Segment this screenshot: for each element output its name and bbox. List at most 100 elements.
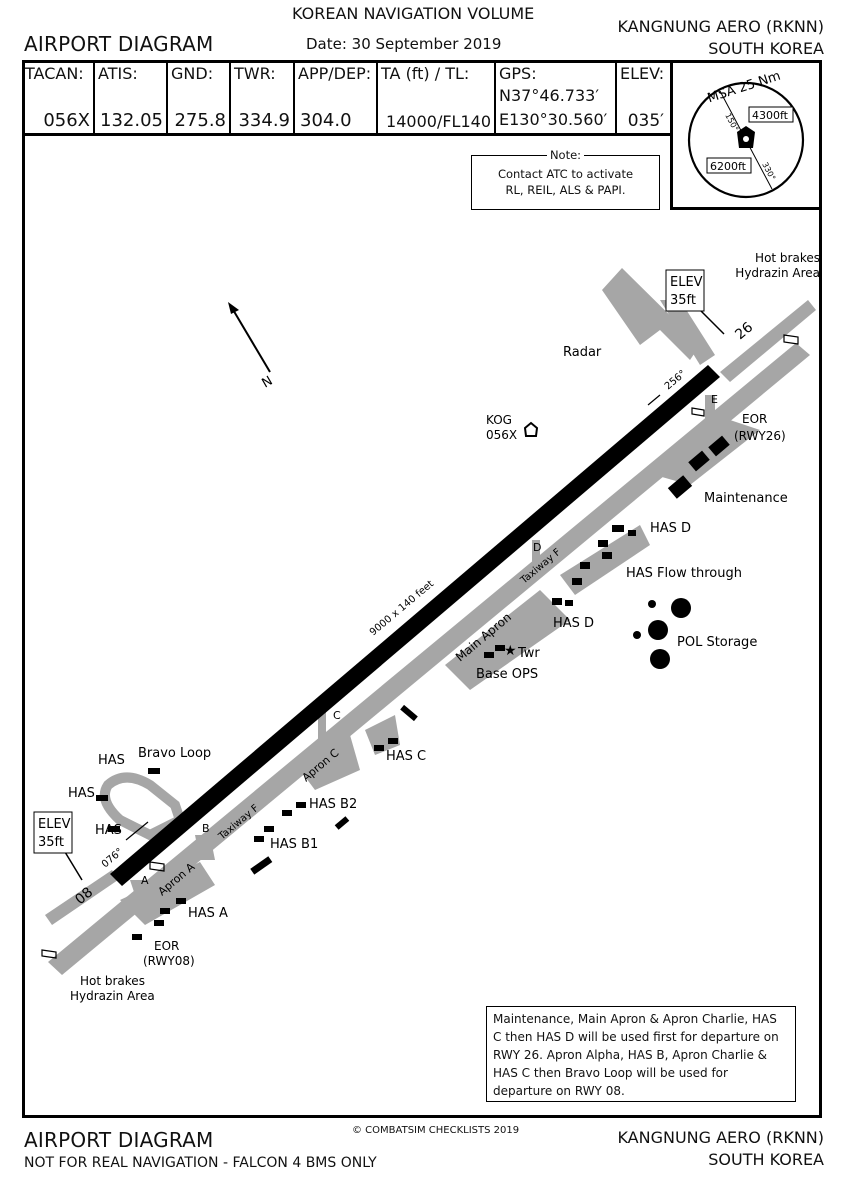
has-flow-label: HAS Flow through (626, 566, 742, 581)
has-d-label-2: HAS D (553, 616, 594, 631)
apron-a-area (120, 862, 215, 925)
taxiway-e-label: E (711, 393, 718, 406)
footer-title: AIRPORT DIAGRAM (24, 1128, 214, 1152)
hot-brakes-sw-2: Hydrazin Area (70, 989, 155, 1003)
app-cell: APP/DEP: 304.0 (295, 60, 378, 133)
tacan-label: TACAN: (25, 64, 84, 83)
elev-label: ELEV: (620, 64, 665, 83)
eor-26-runway: (RWY26) (734, 429, 786, 443)
gps-latitude: N37°46.733′ (499, 86, 599, 105)
windsock-icons (41, 334, 799, 959)
tacan-value: 056X (43, 110, 90, 131)
has-label-2: HAS (68, 786, 95, 801)
msa-box: MSA 25 Nm 4300ft 6200ft 150° 330° (670, 60, 822, 210)
diagram-frame (22, 60, 822, 1118)
tacan-cell: TACAN: 056X (22, 60, 95, 133)
has-b1-label: HAS B1 (270, 837, 318, 852)
chart-date: Date: 30 September 2019 (306, 35, 502, 53)
maintenance-apron (655, 420, 760, 485)
footer-disclaimer: NOT FOR REAL NAVIGATION - FALCON 4 BMS O… (24, 1155, 377, 1171)
ta-cell: TA (ft) / TL: 14000/FL140 (378, 60, 496, 133)
twr-cell: TWR: 334.9 (231, 60, 295, 133)
ne-runup (720, 300, 816, 382)
shelters (96, 435, 730, 940)
tower-star-icon: ★ (504, 643, 517, 659)
elev-ne-label: ELEV (670, 275, 703, 290)
runway-26-label: 26 (732, 319, 756, 343)
pol-tanks (633, 598, 691, 669)
elev-sw-label: ELEV (38, 817, 71, 832)
maintenance-label: Maintenance (704, 491, 788, 506)
tower-label: Twr (517, 646, 540, 661)
ta-value: 14000/FL140 (386, 112, 491, 131)
atis-label: ATIS: (98, 64, 138, 83)
page-title: AIRPORT DIAGRAM (24, 32, 214, 56)
twr-value: 334.9 (238, 110, 290, 131)
msa-diagram: MSA 25 Nm 4300ft 6200ft 150° 330° (687, 69, 805, 199)
atis-value: 132.05 (100, 110, 163, 131)
elev-ne-box (665, 269, 705, 312)
main-apron (445, 590, 570, 690)
elev-sw-value: 35ft (38, 835, 64, 850)
taxiway-b-label: B (202, 822, 210, 835)
eor-08-label: EOR (154, 939, 179, 953)
bravo-loop-label: Bravo Loop (138, 746, 211, 761)
connector-e (705, 395, 715, 420)
note-title: Note: (546, 148, 585, 162)
volume-title: KOREAN NAVIGATION VOLUME (292, 4, 535, 23)
north-arrow-icon (228, 302, 271, 373)
hdg-256-arrow-icon (647, 394, 661, 406)
bravo-loop (100, 772, 187, 841)
has-b2-label: HAS B2 (309, 797, 357, 812)
atis-cell: ATIS: 132.05 (95, 60, 168, 133)
hot-brakes-ne-2: Hydrazin Area (735, 266, 820, 280)
gps-longitude: E130°30.560′ (499, 110, 608, 129)
taxiways (45, 268, 816, 975)
has-d-apron (560, 525, 650, 595)
parallel-taxiway (48, 343, 810, 975)
eor-26-label: EOR (742, 412, 767, 426)
elev-value: 035′ (627, 111, 664, 131)
has-label-1: HAS (98, 753, 125, 768)
taxiway-c-label: C (333, 709, 341, 722)
airport-name: KANGNUNG AERO (RKNN) (617, 17, 824, 36)
gps-cell: GPS: N37°46.733′ E130°30.560′ (496, 60, 617, 133)
taxiway-a-label: A (141, 874, 149, 887)
app-value: 304.0 (300, 110, 352, 131)
sw-runup (45, 870, 118, 925)
base-ops-label: Base OPS (476, 667, 538, 682)
hot-brakes-sw-1: Hot brakes (80, 974, 145, 988)
connector-d (532, 540, 540, 565)
note-line-2: RL, REIL, ALS & PAPI. (505, 183, 626, 197)
pol-storage-label: POL Storage (677, 635, 757, 650)
taxiway-d-label: D (533, 541, 541, 554)
note-box: Note: Contact ATC to activate RL, REIL, … (471, 148, 660, 210)
radar-label: Radar (563, 345, 602, 360)
gnd-label: GND: (171, 64, 214, 83)
north-label: N (260, 374, 276, 392)
tacan-icon (523, 421, 539, 437)
copyright: © COMBATSIM CHECKLISTS 2019 (352, 1125, 520, 1136)
hdg-076-arrow-icon (125, 821, 149, 841)
elev-sw-arrow-icon (64, 851, 83, 881)
kog-channel: 056X (486, 428, 517, 442)
gnd-cell: GND: 275.8 (168, 60, 231, 133)
runway (110, 365, 720, 886)
has-c-label: HAS C (386, 749, 426, 764)
connector-b (195, 835, 215, 860)
has-a-label: HAS A (188, 906, 228, 921)
gnd-value: 275.8 (174, 110, 226, 131)
hot-brakes-ne-1: Hot brakes (755, 251, 820, 265)
msa-alt-south: 6200ft (710, 160, 747, 173)
gps-label: GPS: (499, 64, 537, 83)
elev-sw-box (33, 811, 73, 854)
apron-c-area (300, 735, 360, 790)
elev-ne-value: 35ft (670, 293, 696, 308)
note-line-1: Contact ATC to activate (497, 167, 634, 181)
elev-ne-arrow-icon (699, 309, 725, 335)
radar-pad (602, 268, 700, 360)
ta-label: TA (ft) / TL: (381, 64, 470, 83)
airport-country: SOUTH KOREA (708, 39, 824, 58)
kog-label: KOG (486, 413, 512, 427)
